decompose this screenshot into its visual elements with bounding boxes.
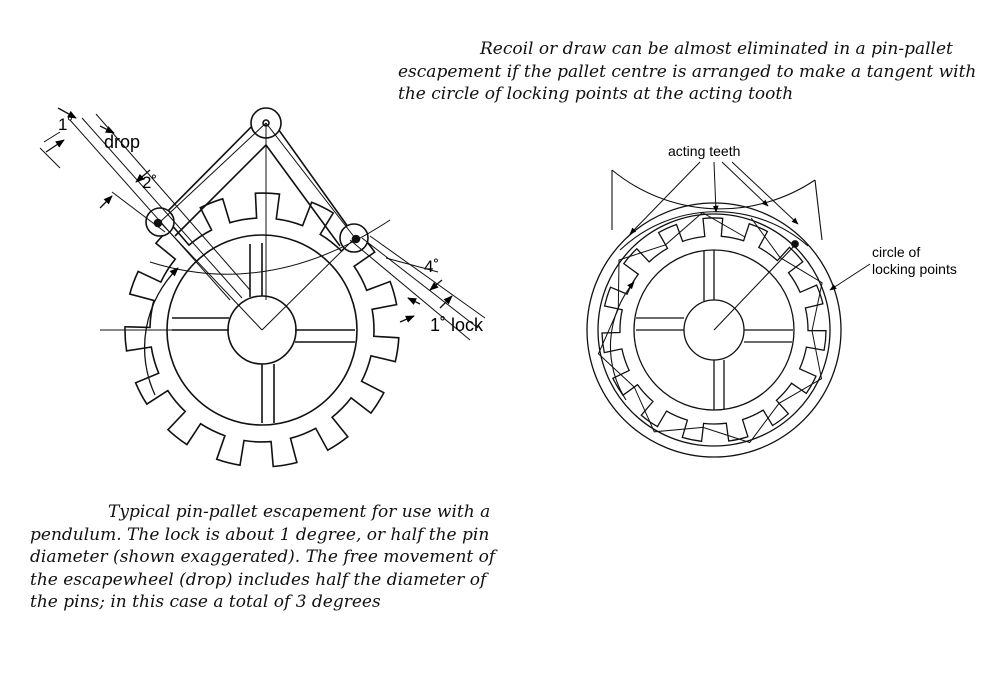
tangent-escapement (586, 161, 871, 458)
rotation-arrow (143, 267, 179, 396)
caption-recoil: Recoil or draw can be almost eliminated … (398, 38, 998, 106)
label-two-degree: 2˚ (142, 173, 157, 192)
tooth-tip-chords (597, 211, 823, 444)
lock-guide-lines (349, 235, 486, 341)
rotation-arrow (609, 281, 635, 401)
acting-teeth-pointers (629, 161, 871, 291)
dimension-arrows (45, 107, 453, 323)
label-four-degree: 4˚ (424, 257, 439, 276)
label-one-degree: 1˚ (58, 115, 73, 134)
tangent-radius (713, 243, 797, 331)
wheel-spokes (636, 250, 793, 410)
locking-point (791, 240, 799, 248)
label-one-degree-lock: 1˚ lock (430, 315, 484, 335)
pin-pallet-escapement (39, 107, 486, 468)
outer-circle (586, 202, 842, 458)
label-acting-teeth: acting teeth (668, 143, 740, 159)
circle-of-locking-points (597, 213, 831, 447)
label-circle-of: circle of (872, 244, 920, 260)
caption-top-text: Recoil or draw can be almost eliminated … (398, 39, 977, 104)
label-locking-points: locking points (872, 261, 957, 277)
caption-typical-escapement: Typical pin-pallet escapement for use wi… (30, 501, 500, 614)
pallet-frame (145, 107, 369, 253)
pallet-centre-lines (100, 122, 391, 331)
label-drop: drop (104, 132, 140, 152)
escape-wheel-outline (601, 217, 827, 443)
angle-guide-lines (39, 113, 251, 301)
caption-bottom-text: Typical pin-pallet escapement for use wi… (30, 502, 496, 612)
